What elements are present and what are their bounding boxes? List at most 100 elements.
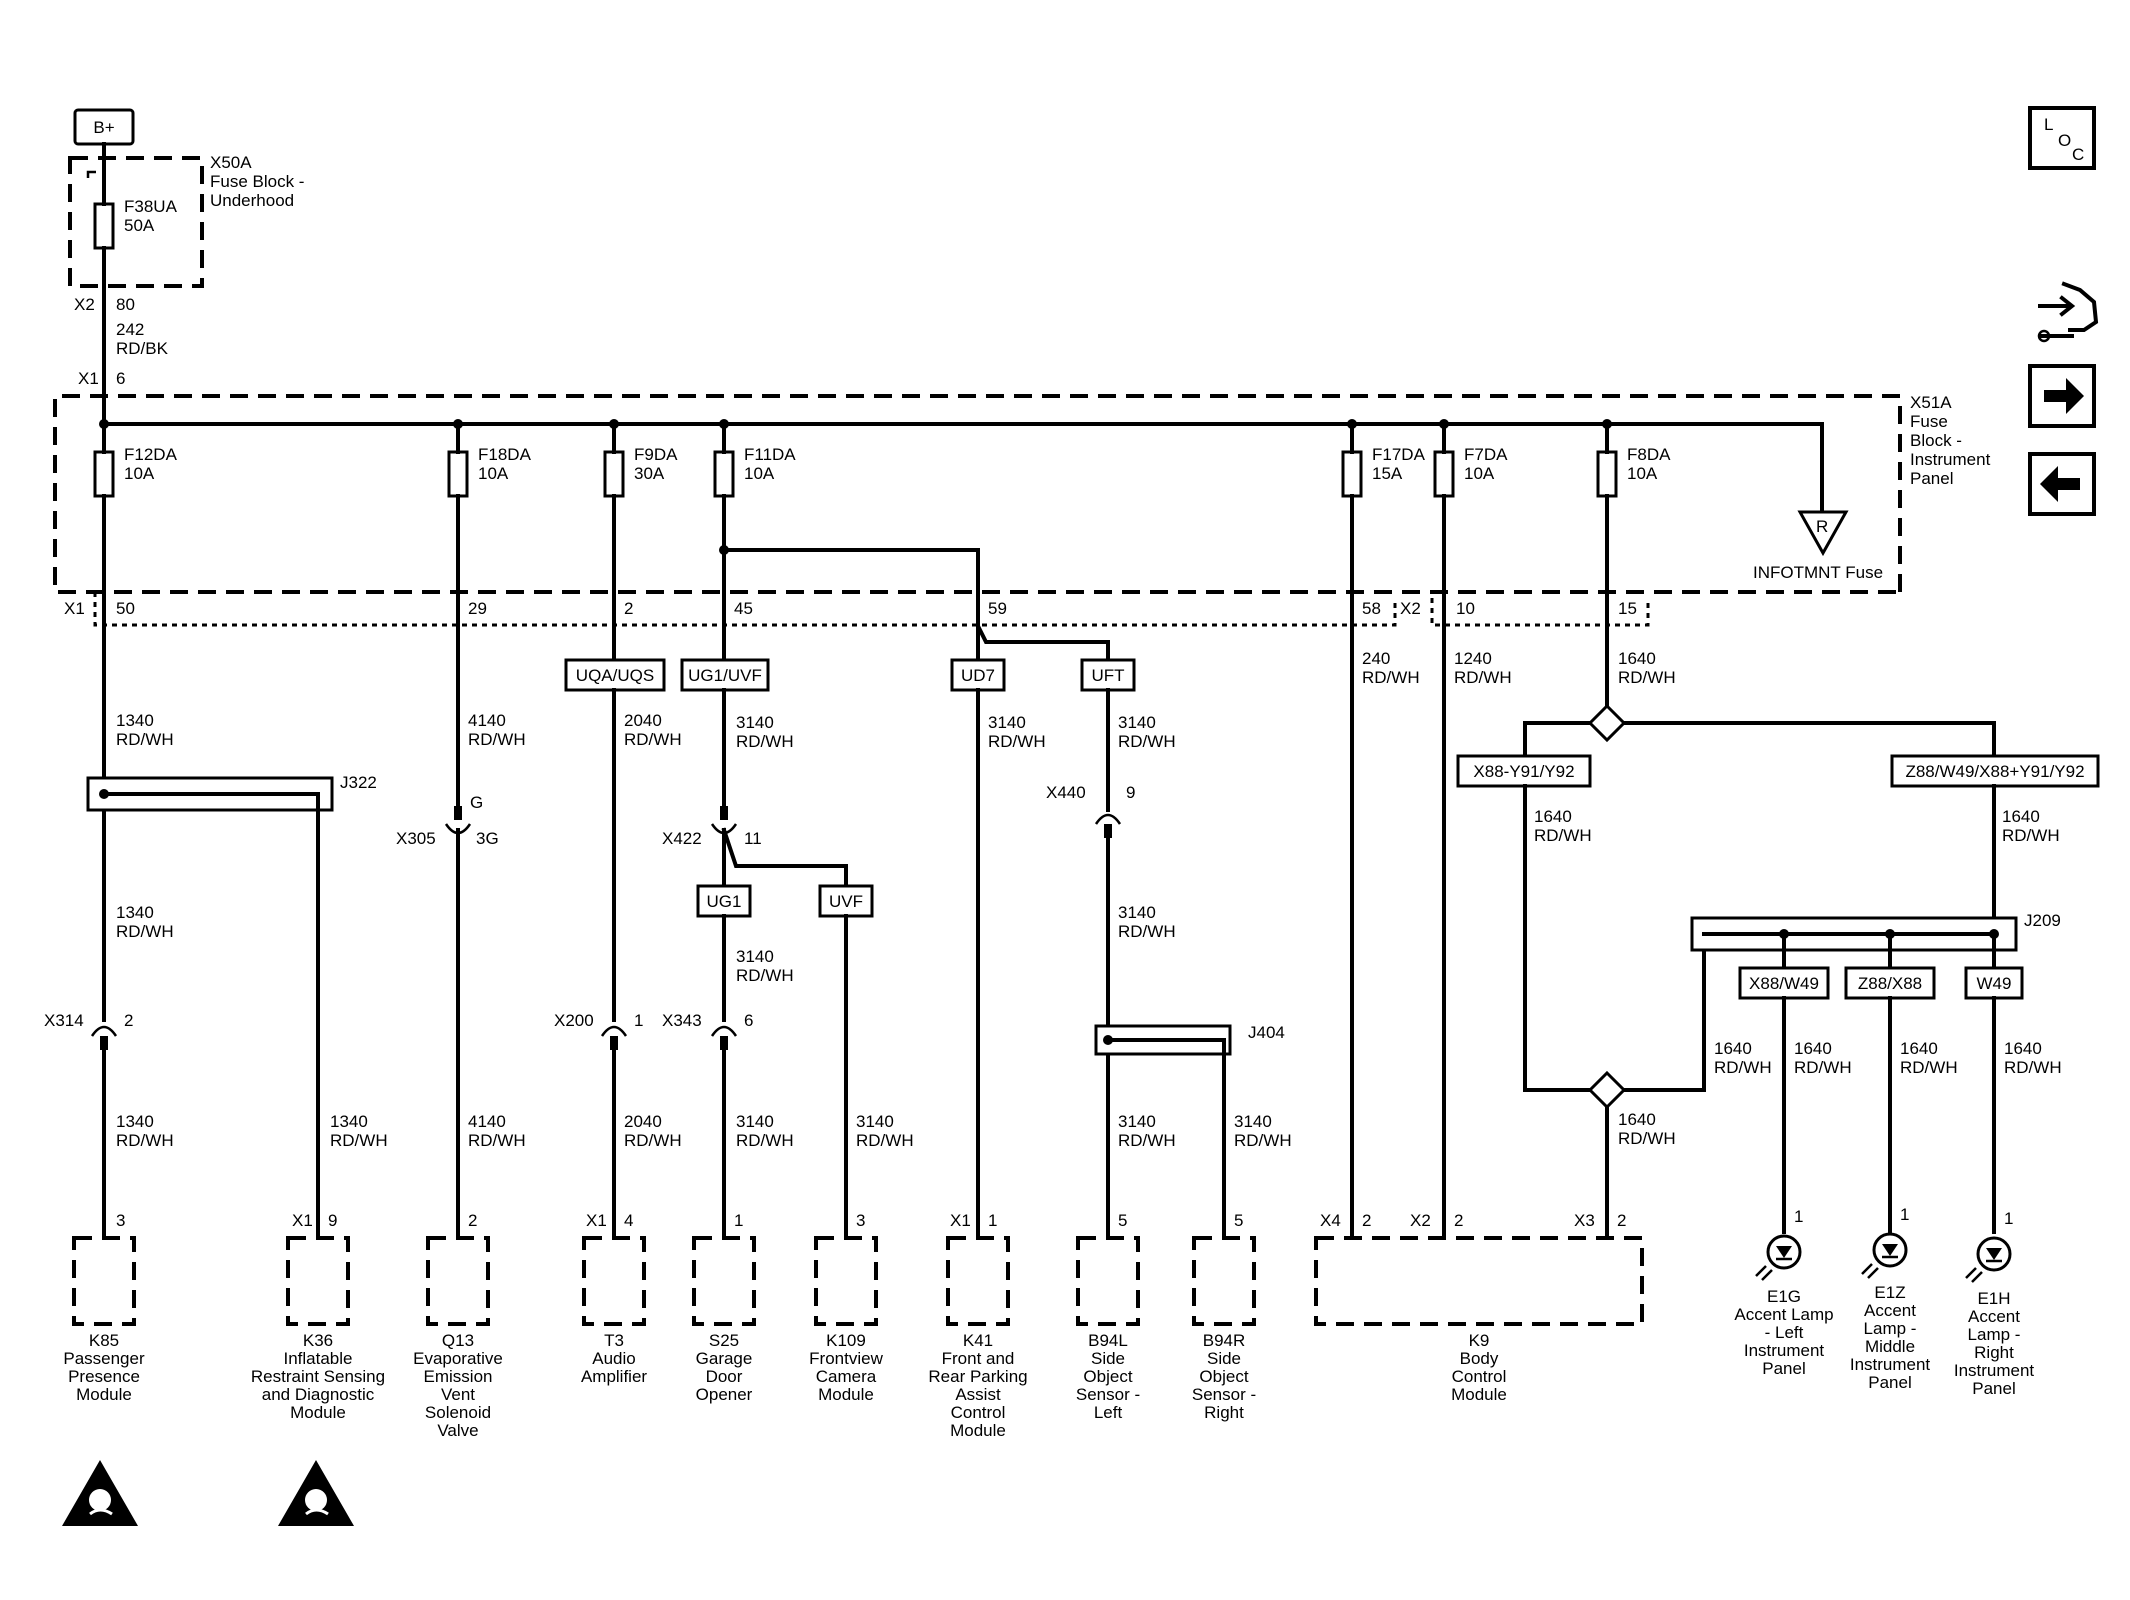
svg-text:2: 2 xyxy=(1454,1211,1463,1230)
svg-text:1: 1 xyxy=(1794,1207,1803,1226)
x50a-name: Fuse Block - xyxy=(210,172,304,191)
svg-text:Body: Body xyxy=(1460,1349,1499,1368)
svg-text:Right: Right xyxy=(1974,1343,2014,1362)
svg-text:2: 2 xyxy=(624,599,633,618)
loc-l: L xyxy=(2044,115,2053,134)
svg-text:1: 1 xyxy=(734,1211,743,1230)
connector-x314 xyxy=(90,1025,118,1037)
x305-3g: 3G xyxy=(476,829,499,848)
wire-1640-d-color: RD/WH xyxy=(1618,1129,1676,1148)
svg-text:E1Z: E1Z xyxy=(1874,1283,1905,1302)
previous-page-icon[interactable] xyxy=(2028,452,2096,516)
svg-text:10A: 10A xyxy=(124,464,155,483)
svg-text:15A: 15A xyxy=(1372,464,1403,483)
wire-1240: 1240 xyxy=(1454,649,1492,668)
wire-1640-h: 1640 xyxy=(2004,1039,2042,1058)
svg-text:Audio: Audio xyxy=(592,1349,635,1368)
svg-text:F17DA: F17DA xyxy=(1372,445,1426,464)
x314-pin: 2 xyxy=(124,1011,133,1030)
component-k41: X1 1 K41 Front and Rear Parking Assist C… xyxy=(928,1211,1027,1440)
fuse-f11da: F11DA 10A 45 xyxy=(713,419,796,618)
wire-4140-b: 4140 xyxy=(468,1112,506,1131)
loc-icon[interactable]: L O C xyxy=(2028,106,2096,170)
tools-icon[interactable] xyxy=(2037,281,2099,343)
x88y-label: X88-Y91/Y92 xyxy=(1473,762,1574,781)
wire-1640-h-color: RD/WH xyxy=(2004,1058,2062,1077)
svg-text:Passenger: Passenger xyxy=(63,1349,145,1368)
x51a-name1: Fuse xyxy=(1910,412,1948,431)
svg-text:Object: Object xyxy=(1199,1367,1248,1386)
x1-ip-label: X1 xyxy=(64,599,85,618)
component-b94l: 5 B94L Side Object Sensor - Left xyxy=(1076,1211,1140,1422)
wire-1340-c-color: RD/WH xyxy=(116,1131,174,1150)
wire-4140-a: 4140 xyxy=(468,711,506,730)
ud7-label: UD7 xyxy=(961,666,995,685)
connector-x440 xyxy=(1094,813,1122,825)
svg-text:Module: Module xyxy=(1451,1385,1507,1404)
x305-label: X305 xyxy=(396,829,436,848)
component-k36: X1 9 K36 Inflatable Restraint Sensing an… xyxy=(251,1211,385,1422)
svg-text:Valve: Valve xyxy=(437,1421,478,1440)
svg-text:45: 45 xyxy=(734,599,753,618)
wire-1340-c: 1340 xyxy=(116,1112,154,1131)
svg-text:B94L: B94L xyxy=(1088,1331,1128,1350)
wire-1640-a-color: RD/WH xyxy=(1618,668,1676,687)
option-branch-top xyxy=(1587,703,1627,743)
ug1-label: UG1 xyxy=(707,892,742,911)
svg-text:Module: Module xyxy=(950,1421,1006,1440)
svg-text:Module: Module xyxy=(290,1403,346,1422)
svg-text:29: 29 xyxy=(468,599,487,618)
svg-text:10A: 10A xyxy=(1464,464,1495,483)
wire-242-color: RD/BK xyxy=(116,339,169,358)
wire-1640-d: 1640 xyxy=(1618,1110,1656,1129)
svg-text:Emission: Emission xyxy=(424,1367,493,1386)
ug1uvf-label: UG1/UVF xyxy=(688,666,762,685)
svg-text:50: 50 xyxy=(116,599,135,618)
svg-text:5: 5 xyxy=(1234,1211,1243,1230)
component-k109: 3 K109 Frontview Camera Module xyxy=(809,1211,883,1404)
svg-text:Rear Parking: Rear Parking xyxy=(928,1367,1027,1386)
component-k85: 3 K85 Passenger Presence Module xyxy=(63,1211,145,1404)
svg-text:Restraint Sensing: Restraint Sensing xyxy=(251,1367,385,1386)
x314-label: X314 xyxy=(44,1011,84,1030)
x440-pin: 9 xyxy=(1126,783,1135,802)
svg-text:and Diagnostic: and Diagnostic xyxy=(262,1385,375,1404)
loc-c: C xyxy=(2072,145,2084,164)
wire-1640-g-color: RD/WH xyxy=(1900,1058,1958,1077)
wire-3140-g: 3140 xyxy=(1118,903,1156,922)
wire-1340-d: 1340 xyxy=(330,1112,368,1131)
fuse-f38ua xyxy=(93,202,115,250)
svg-text:58: 58 xyxy=(1362,599,1381,618)
w49-label: W49 xyxy=(1977,974,2012,993)
fuse-f17da: F17DA 15A 58 xyxy=(1341,419,1426,618)
component-t3: X1 4 T3 Audio Amplifier xyxy=(581,1211,647,1386)
svg-text:15: 15 xyxy=(1618,599,1637,618)
svg-text:Object: Object xyxy=(1083,1367,1132,1386)
svg-text:Assist: Assist xyxy=(955,1385,1001,1404)
svg-text:5: 5 xyxy=(1118,1211,1127,1230)
svg-text:Evaporative: Evaporative xyxy=(413,1349,503,1368)
wire-3140-c-color: RD/WH xyxy=(736,1131,794,1150)
wire-3140-a-color: RD/WH xyxy=(736,732,794,751)
x51a-name4: Panel xyxy=(1910,469,1953,488)
svg-text:F9DA: F9DA xyxy=(634,445,678,464)
svg-text:X2: X2 xyxy=(1410,1211,1431,1230)
svg-text:X4: X4 xyxy=(1320,1211,1341,1230)
x200-label: X200 xyxy=(554,1011,594,1030)
x1-label: X1 xyxy=(78,369,99,388)
svg-text:F12DA: F12DA xyxy=(124,445,178,464)
component-q13: 2 Q13 Evaporative Emission Vent Solenoid… xyxy=(413,1211,503,1440)
next-page-icon[interactable] xyxy=(2028,364,2096,428)
svg-text:Opener: Opener xyxy=(696,1385,753,1404)
svg-text:10A: 10A xyxy=(1627,464,1658,483)
svg-text:X1: X1 xyxy=(950,1211,971,1230)
wire-2040-b-color: RD/WH xyxy=(624,1131,682,1150)
svg-text:Accent: Accent xyxy=(1968,1307,2020,1326)
fuse-f9da: F9DA 30A 2 xyxy=(603,419,678,618)
pin-59: 59 xyxy=(988,599,1007,618)
wire-3140-h-color: RD/WH xyxy=(1118,1131,1176,1150)
infotmnt-fuse-symbol xyxy=(1797,510,1849,557)
lamp-e1z: 1 E1Z Accent Lamp - Middle Instrument Pa… xyxy=(1850,1205,1931,1392)
wire-1640-b-color: RD/WH xyxy=(1534,826,1592,845)
svg-text:S25: S25 xyxy=(709,1331,739,1350)
